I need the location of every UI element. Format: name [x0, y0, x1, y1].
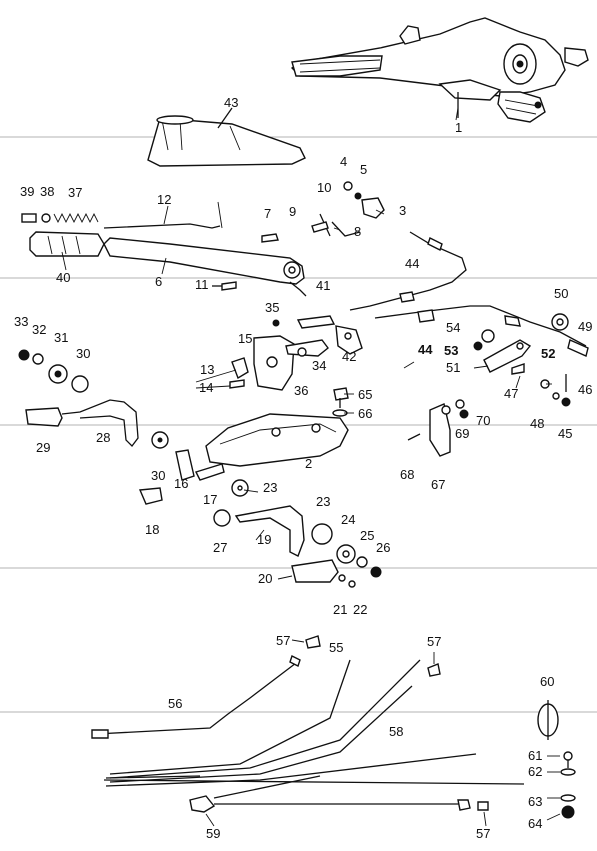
callout-27: 27: [213, 540, 227, 555]
callout-56: 56: [168, 696, 182, 711]
callout-59: 59: [206, 826, 220, 841]
mid-right-parts-drawing: [332, 313, 571, 457]
callout-43: 43: [224, 95, 238, 110]
callout-55: 55: [329, 640, 343, 655]
callout-49: 49: [578, 319, 592, 334]
callout-8: 8: [354, 224, 361, 239]
handbrake-assembly-drawing: [290, 17, 589, 123]
callout-44a: 44: [405, 256, 419, 271]
callout-35: 35: [265, 300, 279, 315]
callout-51: 51: [446, 360, 460, 375]
callout-19: 19: [257, 532, 271, 547]
callout-3: 3: [399, 203, 406, 218]
callout-31: 31: [54, 330, 68, 345]
callout-15: 15: [238, 331, 252, 346]
lever-and-grip-drawing: [29, 231, 307, 297]
rubber-boot-drawing: [147, 107, 306, 167]
callout-30b: 30: [76, 346, 90, 361]
callout-65: 65: [358, 387, 372, 402]
callout-47: 47: [504, 386, 518, 401]
callout-24: 24: [341, 512, 355, 527]
callout-32: 32: [32, 322, 46, 337]
callout-9: 9: [289, 204, 296, 219]
callout-26: 26: [376, 540, 390, 555]
callout-45: 45: [558, 426, 572, 441]
callout-38: 38: [40, 184, 54, 199]
callout-48: 48: [530, 416, 544, 431]
callout-50: 50: [554, 286, 568, 301]
callout-70: 70: [476, 413, 490, 428]
callout-67: 67: [431, 477, 445, 492]
callout-57a: 57: [276, 633, 290, 648]
callout-34: 34: [312, 358, 326, 373]
callout-14: 14: [199, 380, 213, 395]
callout-4: 4: [340, 154, 347, 169]
callout-40: 40: [56, 270, 70, 285]
mid-left-parts-drawing: [18, 315, 363, 449]
callout-2: 2: [305, 456, 312, 471]
callout-7: 7: [264, 206, 271, 221]
callout-66: 66: [358, 406, 372, 421]
callout-10: 10: [317, 180, 331, 195]
cables-upper-drawing: [349, 231, 589, 357]
callout-1: 1: [455, 120, 462, 135]
callout-11: 11: [195, 277, 209, 292]
callout-69: 69: [455, 426, 469, 441]
callout-62: 62: [528, 764, 542, 779]
callout-6: 6: [155, 274, 162, 289]
callout-28: 28: [96, 430, 110, 445]
callout-63: 63: [528, 794, 542, 809]
callout-22: 22: [353, 602, 367, 617]
callout-54: 54: [446, 320, 460, 335]
callout-57c: 57: [476, 826, 490, 841]
callout-30a: 30: [151, 468, 165, 483]
callout-46: 46: [578, 382, 592, 397]
upper-small-parts-drawing: [21, 181, 385, 243]
callout-23b: 23: [316, 494, 330, 509]
callout-23a: 23: [263, 480, 277, 495]
callout-21: 21: [333, 602, 347, 617]
callout-41: 41: [316, 278, 330, 293]
callout-52: 52: [541, 346, 555, 361]
callout-68: 68: [400, 467, 414, 482]
callout-labels: 1 2 3 4 5 6 7 8 9 10 11 12 13 14 15 16 1…: [14, 95, 592, 841]
callout-42: 42: [342, 349, 356, 364]
callout-5: 5: [360, 162, 367, 177]
callout-12: 12: [157, 192, 171, 207]
leader-lines: [61, 107, 561, 827]
callout-20: 20: [258, 571, 272, 586]
callout-13: 13: [200, 362, 214, 377]
callout-58: 58: [389, 724, 403, 739]
callout-44b: 44: [418, 342, 433, 357]
callout-33: 33: [14, 314, 28, 329]
callout-36: 36: [294, 383, 308, 398]
callout-25: 25: [360, 528, 374, 543]
callout-18: 18: [145, 522, 159, 537]
callout-53: 53: [444, 343, 458, 358]
callout-64: 64: [528, 816, 542, 831]
callout-57b: 57: [427, 634, 441, 649]
callout-17: 17: [203, 492, 217, 507]
callout-37: 37: [68, 185, 82, 200]
callout-61: 61: [528, 748, 542, 763]
callout-16: 16: [174, 476, 188, 491]
lower-cable-set-drawing: [91, 635, 576, 819]
callout-29: 29: [36, 440, 50, 455]
callout-60: 60: [540, 674, 554, 689]
base-plate-and-lower-parts-drawing: [138, 413, 382, 588]
callout-39: 39: [20, 184, 34, 199]
